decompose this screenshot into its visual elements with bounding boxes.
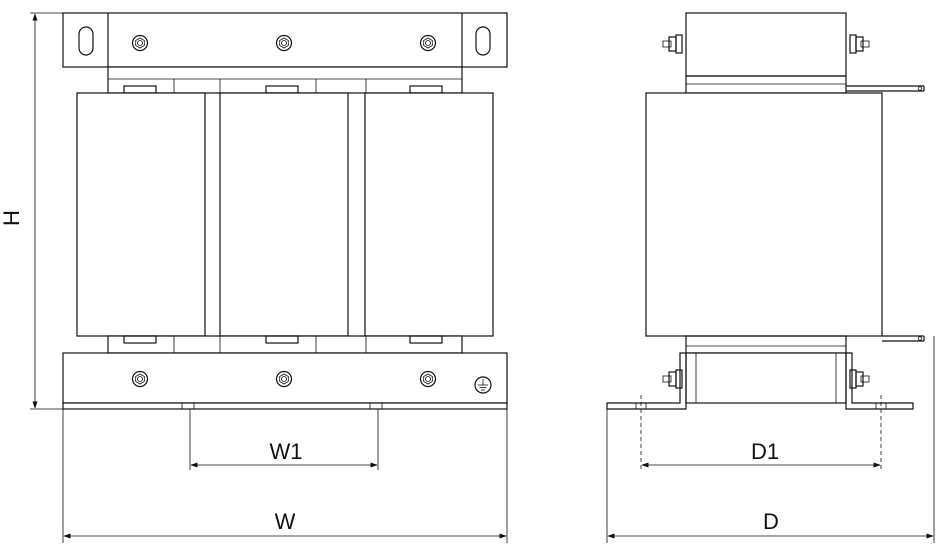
front-view: H W1 W (0, 12, 508, 543)
coil-2 (219, 92, 349, 337)
side-stud-top-left (662, 34, 683, 54)
height-dimension: H (0, 12, 63, 410)
side-foot-left (606, 352, 687, 410)
top-clamp-plate (62, 12, 508, 68)
width-dimension: W (62, 409, 508, 543)
bottom-clamp-plate (62, 352, 508, 404)
width-label: W (275, 509, 296, 534)
side-stud-top-right (849, 34, 870, 54)
depth-label: D (763, 509, 779, 534)
ground-icon (474, 376, 492, 394)
mount-depth-dimension: D1 (641, 439, 881, 468)
mount-width-label: W1 (270, 439, 303, 464)
depth-dimension: D (606, 336, 935, 543)
coil-3 (364, 92, 494, 337)
top-yoke (107, 66, 463, 94)
mount-width-dimension: W1 (189, 409, 379, 470)
mount-depth-label: D1 (751, 439, 779, 464)
mount-slot-left (78, 26, 94, 56)
side-stud-bottom-right (849, 369, 870, 389)
side-foot-right (845, 352, 914, 410)
side-stud-bottom-left (662, 369, 683, 389)
mount-slot-right (475, 26, 491, 56)
coil-1 (76, 92, 206, 337)
side-top-clamp (685, 12, 847, 77)
side-view: D1 D (606, 12, 935, 543)
side-core (645, 92, 883, 337)
height-label: H (0, 210, 24, 226)
bottom-yoke (107, 335, 463, 354)
side-bottom-clamp (685, 352, 847, 404)
base-foot (62, 402, 508, 410)
